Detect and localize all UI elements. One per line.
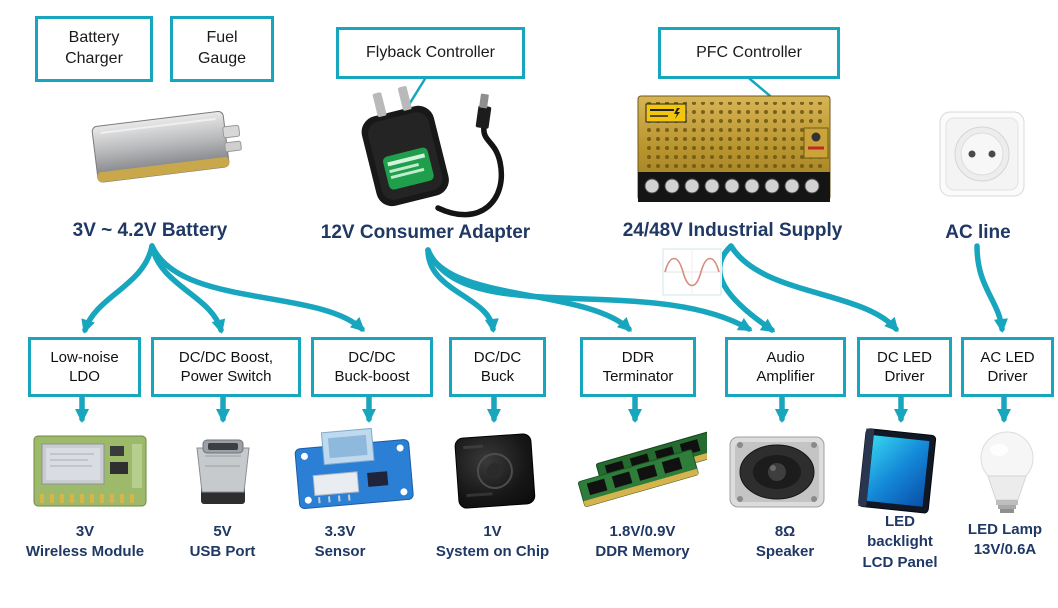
converter-text: Driver: [884, 368, 925, 385]
load-label-usb-port: 5V USB Port: [170, 522, 275, 563]
speaker-image: [729, 436, 825, 508]
system-on-chip-image: [454, 433, 536, 509]
wireless-module-image: [33, 435, 147, 507]
load-label-wireless-module: 3V Wireless Module: [20, 522, 150, 563]
ddr-memory-image: [577, 431, 707, 508]
consumer-adapter-image: [361, 86, 505, 218]
load-name: DDR Memory: [595, 543, 690, 561]
converter-ac-led-driver: AC LED Driver: [961, 337, 1054, 397]
industrial-title: 24/48V Industrial Supply: [622, 220, 843, 241]
load-voltage: 3.3V: [324, 523, 356, 540]
converter-text: DC/DC Boost,: [178, 348, 274, 366]
converter-text: DC/DC: [348, 348, 396, 366]
converter-text: Audio: [766, 348, 805, 366]
ac-line-title: AC line: [945, 222, 1011, 243]
label-fuel-gauge-line1: Fuel: [206, 29, 238, 47]
load-label-speaker: 8Ω Speaker: [735, 522, 835, 563]
load-voltage: 1V: [483, 523, 502, 540]
load-name: Speaker: [755, 543, 815, 561]
load-label-ddr-memory: 1.8V/0.9V DDR Memory: [575, 522, 710, 563]
converter-text: Power Switch: [180, 368, 272, 385]
battery-title: 3V ~ 4.2V Battery: [72, 220, 228, 241]
converter-text: Buck: [480, 368, 515, 385]
label-fuel-gauge: Fuel Gauge: [170, 16, 274, 82]
battery-image: [91, 110, 242, 183]
converter-audio-amplifier: Audio Amplifier: [725, 337, 846, 397]
converter-dcdc-boost-power-switch: DC/DC Boost, Power Switch: [151, 337, 301, 397]
label-fuel-gauge-line2: Gauge: [197, 50, 247, 67]
label-battery-charger-line1: Battery: [68, 29, 120, 47]
load-voltage: LED: [885, 513, 915, 530]
converter-text: LDO: [69, 368, 100, 385]
label-battery-charger-line2: Charger: [65, 50, 123, 67]
load-name: System on Chip: [435, 543, 550, 561]
load-name: LCD Panel: [862, 553, 938, 571]
sine-wave-icon: [662, 248, 722, 296]
converter-text: DC LED: [876, 348, 932, 366]
load-label-system-on-chip: 1V System on Chip: [420, 522, 565, 563]
wire-industrial-to-dcled: [728, 243, 899, 333]
load-label-sensor: 3.3V Sensor: [285, 522, 395, 563]
label-pfc-controller: PFC Controller: [658, 27, 840, 79]
load-voltage: 8Ω: [774, 523, 796, 540]
load-name: Wireless Module: [25, 543, 145, 561]
wire-battery-to-buckboost: [149, 243, 365, 332]
usb-port-image: [196, 439, 250, 504]
converter-text: AC LED: [980, 348, 1035, 366]
converter-low-noise-ldo: Low-noise LDO: [28, 337, 141, 397]
load-voltage: 3V: [75, 523, 95, 540]
converter-text: Amplifier: [756, 368, 815, 385]
converter-ddr-terminator: DDR Terminator: [580, 337, 696, 397]
label-flyback-controller: Flyback Controller: [336, 27, 525, 79]
ac-outlet-image: [939, 111, 1025, 197]
wire-adapter-to-audio: [425, 247, 753, 332]
converter-dcdc-buck-boost: DC/DC Buck-boost: [311, 337, 433, 397]
label-battery-charger: Battery Charger: [35, 16, 153, 82]
converter-text: DDR: [621, 348, 655, 366]
converter-text: Low-noise: [50, 348, 119, 366]
converter-dcdc-buck: DC/DC Buck: [449, 337, 546, 397]
converter-text: Buck-boost: [334, 368, 410, 385]
load-voltage: LED Lamp: [967, 521, 1043, 538]
converter-dc-led-driver: DC LED Driver: [857, 337, 952, 397]
load-name: USB Port: [189, 543, 256, 561]
converter-text: DC/DC: [473, 348, 522, 366]
wire-battery-to-ldo: [81, 243, 155, 334]
led-lamp-image: [980, 431, 1034, 513]
adapter-title: 12V Consumer Adapter: [320, 222, 531, 243]
converter-text: Terminator: [602, 368, 674, 385]
load-name: Sensor: [314, 543, 366, 561]
load-name: backlight: [867, 533, 933, 551]
load-label-lcd-panel: LED backlight LCD Panel: [845, 512, 955, 573]
converter-text: Driver: [987, 368, 1028, 385]
wire-ac-to-acled: [974, 243, 1008, 333]
label-flyback-text: Flyback Controller: [366, 43, 495, 61]
load-label-led-lamp: LED Lamp 13V/0.6A: [950, 520, 1058, 561]
industrial-supply-image: [637, 95, 831, 202]
load-voltage: 5V: [213, 523, 232, 540]
label-pfc-text: PFC Controller: [696, 43, 802, 61]
wire-industrial-to-audio: [717, 243, 776, 333]
load-voltage: 1.8V/0.9V: [609, 523, 676, 540]
sensor-image: [294, 428, 414, 510]
load-name: 13V/0.6A: [973, 541, 1037, 559]
wire-adapter-to-buck: [425, 247, 499, 333]
lcd-panel-image: [858, 428, 937, 514]
